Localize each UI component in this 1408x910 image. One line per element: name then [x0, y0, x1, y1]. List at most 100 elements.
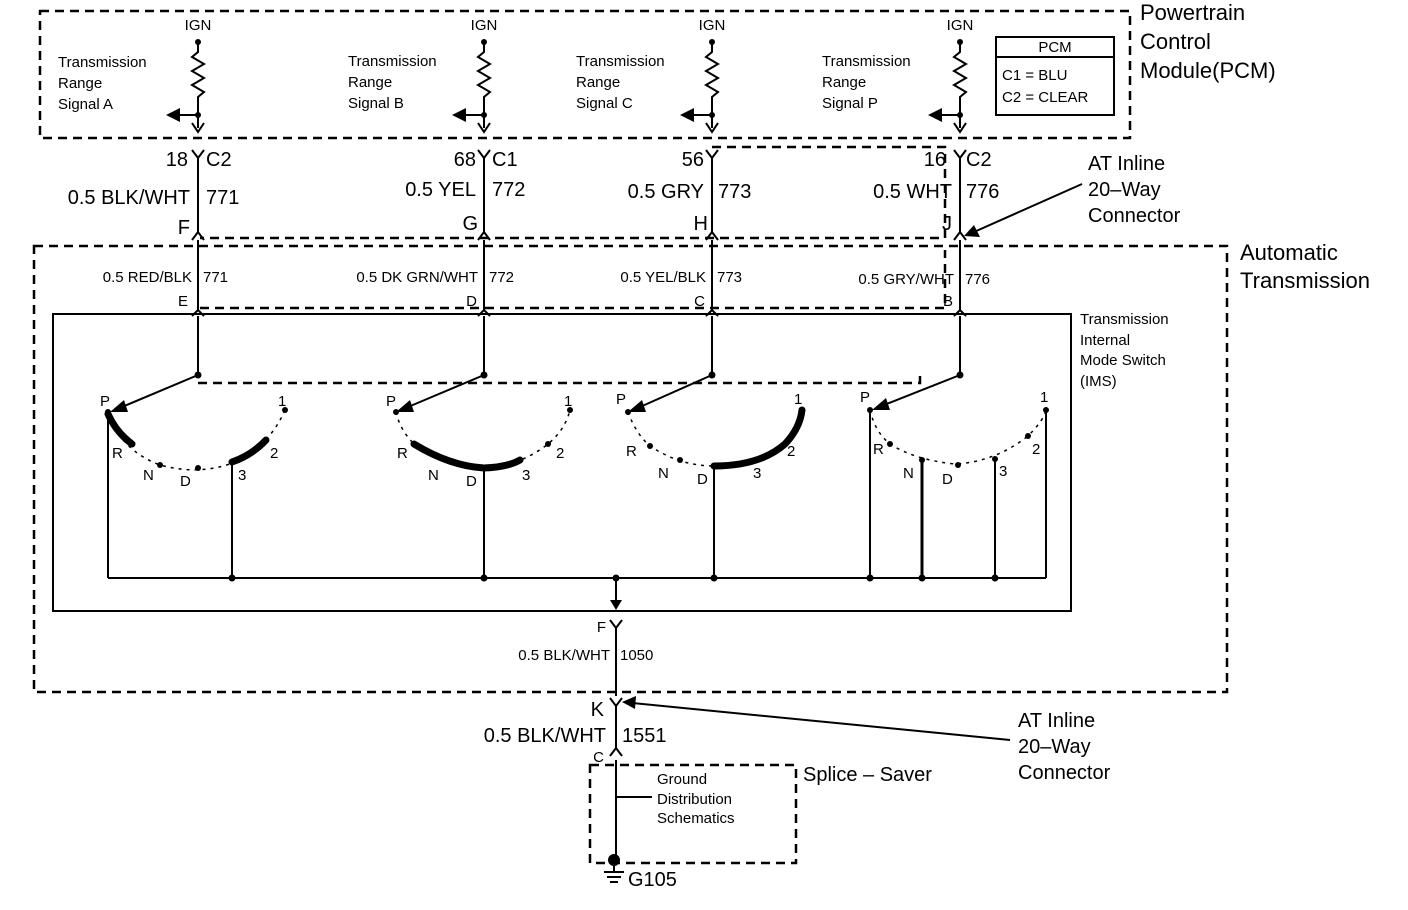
pin-number: 18 — [166, 149, 188, 171]
pos-2: 2 — [556, 445, 564, 462]
circuit-number: 1551 — [622, 725, 667, 747]
inline-pin: G — [462, 213, 478, 235]
pos-1: 1 — [794, 391, 802, 408]
signal-label-3: Signal B — [348, 95, 404, 112]
pos-1: 1 — [1040, 389, 1048, 406]
pos-p: P — [616, 391, 626, 408]
signal-label-3: Signal C — [576, 95, 633, 112]
circuit-number: 773 — [718, 181, 751, 203]
automatic-transmission: Automatic Transmission 0.5 RED/BLK 771 E… — [32, 240, 1370, 696]
signal-label-1: Transmission — [58, 54, 147, 71]
wire-color: 0.5 DK GRN/WHT — [356, 269, 478, 286]
ground-symbol-icon — [604, 871, 624, 883]
legend-c1: C1 = BLU — [1002, 67, 1067, 84]
circuit-number: 1050 — [620, 647, 653, 664]
signal-p: IGN Transmission Range Signal P — [822, 17, 974, 134]
ims-label-1: Transmission — [1080, 311, 1169, 328]
pos-d: D — [697, 471, 708, 488]
pcm-title-3: Module(PCM) — [1140, 58, 1276, 83]
mode-switch-c: P R N D 3 2 1 — [616, 371, 806, 582]
pin-letter: C — [694, 293, 705, 310]
wire-color: 0.5 GRY/WHT — [858, 271, 954, 288]
splice-saver: Splice – Saver Ground Distribution Schem… — [588, 760, 932, 865]
pos-2: 2 — [787, 443, 795, 460]
legend-title: PCM — [1038, 39, 1071, 56]
trans-circuit-771: 0.5 RED/BLK 771 E — [103, 240, 228, 317]
circuit-number: 771 — [203, 269, 228, 286]
circuit-773: 56 0.5 GRY 773 H — [628, 149, 751, 241]
trans-circuit-776: 0.5 GRY/WHT 776 B — [858, 240, 990, 317]
pin-number: 16 — [924, 149, 946, 171]
ign-label: IGN — [947, 17, 974, 34]
pos-1: 1 — [278, 393, 286, 410]
pin-letter: F — [597, 619, 606, 636]
ign-label: IGN — [185, 17, 212, 34]
pos-3: 3 — [753, 465, 761, 482]
signal-label-2: Range — [822, 74, 866, 91]
ground-dist-2: Distribution — [657, 791, 732, 808]
wire-color: 0.5 YEL/BLK — [620, 269, 706, 286]
ground-circuit-1050: F 0.5 BLK/WHT 1050 — [518, 619, 653, 696]
pos-n: N — [658, 465, 669, 482]
ground-dist-1: Ground — [657, 771, 707, 788]
wire-color: 0.5 BLK/WHT — [484, 725, 606, 747]
pos-d: D — [180, 473, 191, 490]
signal-label-2: Range — [58, 75, 102, 92]
signal-a: IGN Transmission Range Signal A — [58, 17, 212, 134]
wire-color: 0.5 YEL — [405, 179, 476, 201]
pos-r: R — [397, 445, 408, 462]
pin-letter: B — [943, 293, 953, 310]
pin-letter: K — [591, 699, 605, 721]
pos-n: N — [428, 467, 439, 484]
inline-pin: F — [178, 217, 190, 239]
ground-dist-3: Schematics — [657, 810, 735, 827]
trans-circuit-773: 0.5 YEL/BLK 773 C — [620, 240, 742, 317]
signal-label-1: Transmission — [576, 53, 665, 70]
inline-pin: J — [942, 213, 952, 235]
wire-color: 0.5 BLK/WHT — [518, 647, 610, 664]
circuit-number: 772 — [492, 179, 525, 201]
circuit-772: 68 C1 0.5 YEL 772 G — [405, 149, 525, 241]
circuit-number: 773 — [717, 269, 742, 286]
pos-3: 3 — [238, 467, 246, 484]
signal-c: IGN Transmission Range Signal C — [576, 17, 726, 134]
signal-b: IGN Transmission Range Signal B — [348, 17, 497, 134]
pcm-title-2: Control — [1140, 29, 1211, 54]
legend-c2: C2 = CLEAR — [1002, 89, 1088, 106]
circuit-number: 772 — [489, 269, 514, 286]
pos-1: 1 — [564, 393, 572, 410]
circuit-number: 771 — [206, 187, 239, 209]
circuit-771: 18 C2 0.5 BLK/WHT 771 F — [68, 149, 239, 241]
pin-letter: E — [178, 293, 188, 310]
pcm-legend: PCM C1 = BLU C2 = CLEAR — [995, 36, 1115, 116]
inline-label-2: 20–Way — [1018, 736, 1091, 758]
inline-label-3: Connector — [1018, 762, 1111, 784]
pos-r: R — [873, 441, 884, 458]
wire-color: 0.5 WHT — [873, 181, 952, 203]
pcm-title-1: Powertrain — [1140, 0, 1245, 25]
pos-2: 2 — [270, 445, 278, 462]
circuit-776: 16 C2 0.5 WHT 776 J — [873, 149, 999, 241]
inline-label-1: AT Inline — [1088, 153, 1165, 175]
inline-connector-top-label: AT Inline 20–Way Connector — [964, 153, 1181, 237]
trans-circuit-772: 0.5 DK GRN/WHT 772 D — [356, 240, 514, 317]
ims-label-2: Internal — [1080, 332, 1130, 349]
transmission-title-1: Automatic — [1240, 240, 1338, 265]
pcm-circuits: 18 C2 0.5 BLK/WHT 771 F 68 C1 0.5 YEL 77… — [68, 145, 1181, 241]
signal-label-1: Transmission — [348, 53, 437, 70]
wire-color: 0.5 BLK/WHT — [68, 187, 190, 209]
ign-label: IGN — [699, 17, 726, 34]
ims-label-3: Mode Switch — [1080, 352, 1166, 369]
splice-saver-label: Splice – Saver — [803, 764, 932, 786]
circuit-number: 776 — [965, 271, 990, 288]
wire-color: 0.5 GRY — [628, 181, 704, 203]
pos-r: R — [626, 443, 637, 460]
pos-n: N — [143, 467, 154, 484]
ground-id: G105 — [628, 869, 677, 891]
signal-label-1: Transmission — [822, 53, 911, 70]
pos-n: N — [903, 465, 914, 482]
transmission-title-2: Transmission — [1240, 268, 1370, 293]
pos-3: 3 — [522, 467, 530, 484]
circuit-number: 776 — [966, 181, 999, 203]
